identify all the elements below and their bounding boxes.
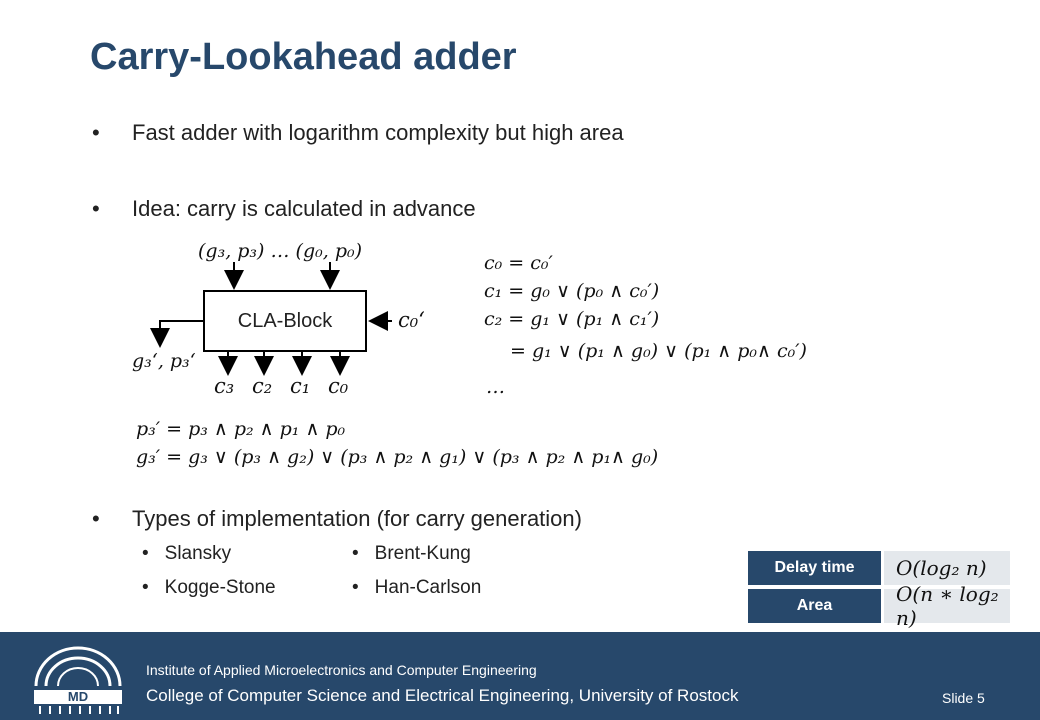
cla-diagram-arrows — [150, 262, 392, 376]
cla-output-c3: c₃ — [214, 374, 235, 398]
impl-brent-kung: •Brent-Kung — [352, 543, 471, 564]
cla-output-c1: c₁ — [290, 374, 311, 398]
footer: MD Institute of Applied Microelectronics… — [0, 632, 1040, 720]
slide-title: Carry-Lookahead adder — [90, 36, 517, 78]
impl-slansky: •Slansky — [142, 543, 232, 564]
cla-inputs-top: (g₃, p₃) … (g₀, p₀) — [198, 240, 363, 262]
eq-ellipsis: … — [486, 376, 505, 398]
cla-output-c0: c₀ — [328, 374, 349, 398]
complexity-row-delay: Delay time O(log₂ n) — [748, 551, 1010, 585]
footer-institute: Institute of Applied Microelectronics an… — [146, 662, 537, 678]
delay-time-value: O(log₂ n) — [881, 551, 1010, 585]
eq-g3-group: g₃′ = g₃ ∨ (p₃ ∧ g₂) ∨ (p₃ ∧ p₂ ∧ g₁) ∨ … — [136, 446, 659, 468]
logo-text: MD — [68, 689, 88, 704]
md-logo: MD — [34, 646, 122, 714]
area-label: Area — [748, 589, 881, 623]
footer-college: College of Computer Science and Electric… — [146, 686, 739, 705]
eq-c1: c₁ = g₀ ∨ (p₀ ∧ c₀′) — [484, 280, 660, 302]
cla-output-c2: c₂ — [252, 374, 273, 398]
eq-c0: c₀ = c₀′ — [484, 252, 553, 274]
eq-c2-expanded: = g₁ ∨ (p₁ ∧ g₀) ∨ (p₁ ∧ p₀∧ c₀′) — [510, 340, 807, 362]
impl-han-carlson: •Han-Carlson — [352, 577, 482, 598]
delay-time-label: Delay time — [748, 551, 881, 585]
impl-kogge-stone: •Kogge-Stone — [142, 577, 276, 598]
eq-p3-group: p₃′ = p₃ ∧ p₂ ∧ p₁ ∧ p₀ — [136, 418, 346, 440]
eq-c2: c₂ = g₁ ∨ (p₁ ∧ c₁′) — [484, 308, 660, 330]
complexity-row-area: Area O(n ∗ log₂ n) — [748, 582, 1010, 630]
cla-output-group: g₃‘, p₃‘ — [132, 350, 196, 372]
slide-number: Slide 5 — [942, 690, 985, 706]
cla-block: CLA-Block — [203, 290, 367, 352]
area-value: O(n ∗ log₂ n) — [881, 582, 1010, 630]
cla-input-carry: c₀‘ — [398, 308, 425, 332]
